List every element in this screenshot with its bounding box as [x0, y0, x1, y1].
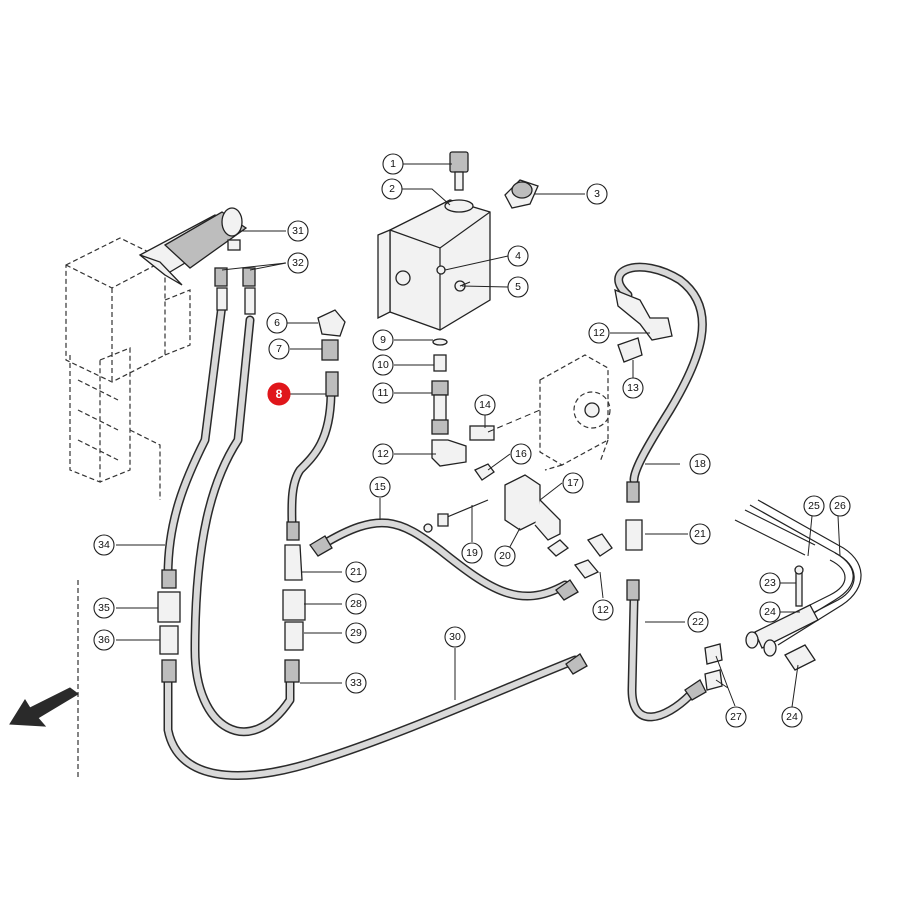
callout-34: 34 [93, 534, 115, 556]
svg-text:11: 11 [378, 387, 389, 399]
arrow-down-left-icon [9, 687, 79, 727]
callout-4: 4 [507, 245, 529, 267]
callout-15: 15 [369, 476, 391, 498]
callout-1: 1 [382, 153, 404, 175]
svg-text:31: 31 [292, 225, 304, 237]
valve-block [377, 151, 539, 331]
callout-26: 26 [829, 495, 851, 517]
machine-outline-dashed [65, 237, 191, 780]
callout-17: 17 [562, 472, 584, 494]
callout-9: 9 [372, 329, 394, 351]
svg-text:35: 35 [98, 602, 110, 614]
svg-text:10: 10 [377, 359, 389, 371]
svg-text:1: 1 [390, 158, 396, 170]
callout-33: 33 [345, 672, 367, 694]
callout-10: 10 [372, 354, 394, 376]
pump-assembly-dashed [487, 354, 611, 471]
callout-6: 6 [266, 312, 288, 334]
svg-text:24: 24 [764, 606, 776, 618]
svg-text:20: 20 [499, 550, 511, 562]
callout-23: 23 [759, 572, 781, 594]
callout-16: 16 [510, 443, 532, 465]
svg-text:23: 23 [764, 577, 776, 589]
callout-21: 21 [345, 561, 367, 583]
callout-14: 14 [474, 394, 496, 416]
callout-7: 7 [268, 338, 290, 360]
svg-text:12: 12 [597, 604, 609, 616]
callout-12: 12 [592, 599, 614, 621]
svg-text:21: 21 [350, 566, 362, 578]
callout-36: 36 [93, 629, 115, 651]
svg-text:18: 18 [694, 458, 706, 470]
svg-text:28: 28 [350, 598, 362, 610]
tee-distributor [423, 463, 613, 579]
callout-25: 25 [803, 495, 825, 517]
callout-13: 13 [622, 377, 644, 399]
fitting-stack [317, 309, 495, 467]
svg-text:27: 27 [730, 711, 742, 723]
svg-text:5: 5 [515, 281, 521, 293]
svg-text:36: 36 [98, 634, 110, 646]
svg-text:21: 21 [694, 528, 706, 540]
hose-fittings [157, 267, 723, 701]
svg-text:12: 12 [377, 448, 389, 460]
callout-19: 19 [461, 542, 483, 564]
callout-30: 30 [444, 626, 466, 648]
svg-text:30: 30 [449, 631, 461, 643]
callout-21: 21 [689, 523, 711, 545]
callout-31: 31 [287, 220, 309, 242]
svg-text:13: 13 [627, 382, 639, 394]
svg-text:26: 26 [834, 500, 846, 512]
callout-5: 5 [507, 276, 529, 298]
hoses [163, 262, 707, 780]
svg-text:24: 24 [786, 711, 798, 723]
callout-29: 29 [345, 622, 367, 644]
callout-22: 22 [687, 611, 709, 633]
svg-text:15: 15 [374, 481, 386, 493]
callout-24: 24 [759, 601, 781, 623]
svg-text:19: 19 [466, 547, 478, 559]
svg-text:25: 25 [808, 500, 820, 512]
callout-27: 27 [725, 706, 747, 728]
svg-text:7: 7 [276, 343, 282, 355]
callout-3: 3 [586, 183, 608, 205]
svg-text:29: 29 [350, 627, 362, 639]
callout-11: 11 [372, 382, 394, 404]
hydraulic-motor [138, 207, 248, 286]
svg-text:3: 3 [594, 188, 600, 200]
callout-12: 12 [372, 443, 394, 465]
svg-text:12: 12 [593, 327, 605, 339]
svg-text:6: 6 [274, 317, 280, 329]
callout-12: 12 [588, 322, 610, 344]
callout-28: 28 [345, 593, 367, 615]
callout-8-highlighted[interactable]: 8 [267, 382, 291, 406]
callout-2: 2 [381, 178, 403, 200]
svg-text:14: 14 [479, 399, 491, 411]
callout-24: 24 [781, 706, 803, 728]
svg-text:4: 4 [515, 250, 521, 262]
svg-text:22: 22 [692, 616, 704, 628]
svg-text:33: 33 [350, 677, 362, 689]
svg-text:8: 8 [276, 387, 283, 401]
svg-text:9: 9 [380, 334, 386, 346]
callout-18: 18 [689, 453, 711, 475]
callout-35: 35 [93, 597, 115, 619]
rigid-pipes [734, 499, 862, 671]
svg-text:2: 2 [389, 183, 395, 195]
svg-text:17: 17 [567, 477, 579, 489]
svg-text:34: 34 [98, 539, 110, 551]
callout-20: 20 [494, 545, 516, 567]
svg-text:16: 16 [515, 448, 527, 460]
callouts: 1 2 3 4 5 6 7 8 9 10 11 12 12 12 13 14 1… [93, 153, 851, 728]
callout-32: 32 [287, 252, 309, 274]
svg-text:32: 32 [292, 257, 304, 269]
